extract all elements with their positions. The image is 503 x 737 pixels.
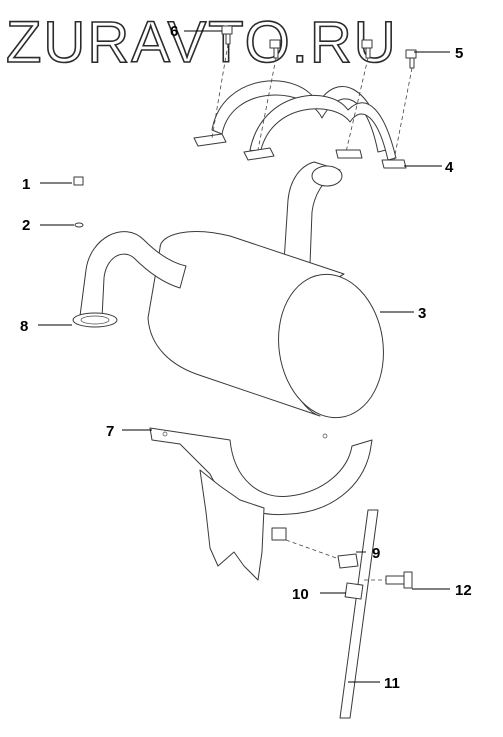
upper-clamp-straps: [193, 80, 407, 169]
nut-part: [73, 176, 84, 186]
washer-part: [74, 222, 84, 228]
watermark-logo: ZURAVTO.RU: [6, 10, 398, 75]
callout-8: 8: [20, 318, 28, 335]
callout-5: 5: [455, 45, 463, 62]
callout-2: 2: [22, 217, 30, 234]
callout-4: 4: [445, 159, 454, 176]
hanger-rod-assembly: [285, 509, 413, 719]
muffler-assembly: [72, 161, 384, 419]
callout-7: 7: [106, 423, 114, 440]
callout-10: 10: [292, 586, 309, 603]
callout-3: 3: [418, 305, 426, 322]
lower-support-bracket: [149, 427, 373, 581]
callout-1: 1: [22, 176, 30, 193]
callout-6: 6: [170, 23, 178, 40]
leader-lines: [38, 30, 450, 683]
callout-11: 11: [384, 675, 400, 692]
callout-12: 12: [455, 582, 472, 599]
clamp-bolts: [211, 25, 417, 161]
callout-labels: 1 2 3 4 5 6 7 8 9 10 11 12: [20, 23, 472, 692]
callout-9: 9: [372, 545, 380, 562]
